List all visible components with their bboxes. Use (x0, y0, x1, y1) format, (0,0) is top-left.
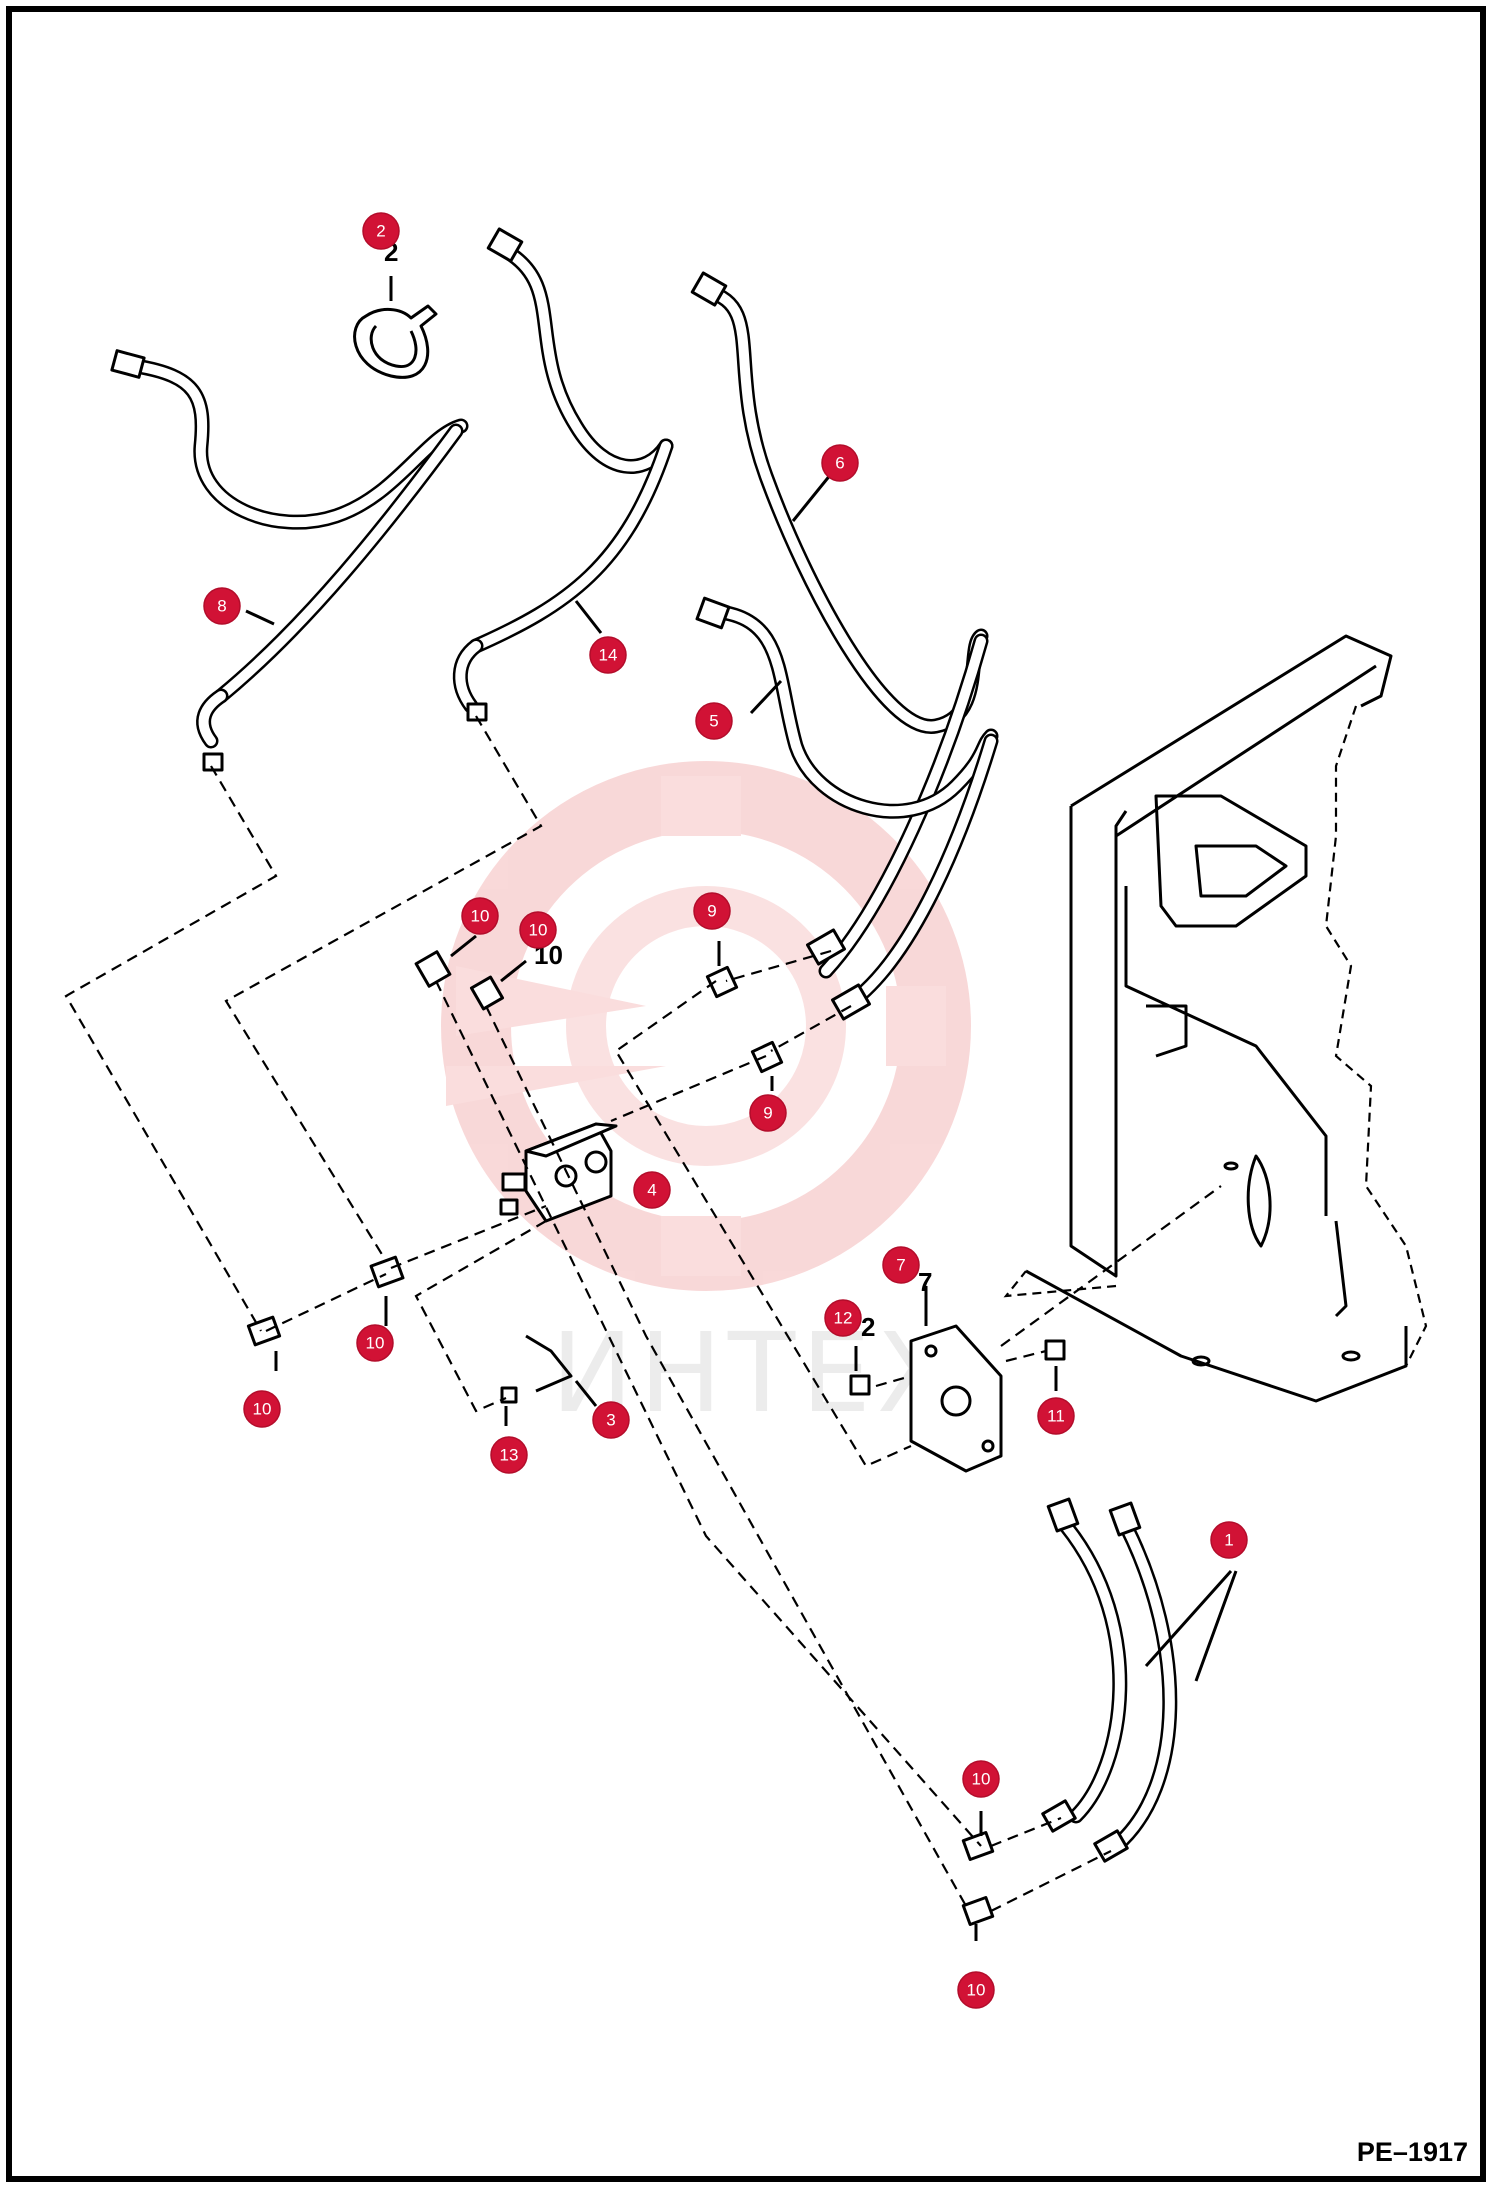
figure-code-label: PE–1917 (1356, 2137, 1468, 2167)
assembly-lines (64, 715, 1222, 1912)
svg-text:12: 12 (834, 1309, 853, 1328)
fittings (246, 928, 1066, 1927)
callout-10-top-left[interactable]: 10 (461, 897, 499, 935)
svg-text:10: 10 (253, 1400, 272, 1419)
svg-text:9: 9 (707, 902, 716, 921)
callout-8[interactable]: 8 (203, 587, 241, 625)
svg-text:10: 10 (366, 1334, 385, 1353)
valve-block (499, 1122, 618, 1223)
callout-4[interactable]: 4 (633, 1171, 671, 1209)
svg-text:7: 7 (918, 1267, 932, 1297)
callout-13[interactable]: 13 (490, 1436, 528, 1474)
svg-text:3: 3 (606, 1411, 615, 1430)
svg-text:10: 10 (529, 921, 548, 940)
parts-diagram: ИНТЕХ (64, 212, 1428, 2009)
svg-text:1: 1 (1224, 1531, 1233, 1550)
callout-6[interactable]: 6 (821, 444, 859, 482)
diagram-frame: ИНТЕХ (6, 6, 1486, 2182)
callout-14[interactable]: 14 (589, 636, 627, 674)
svg-text:6: 6 (835, 454, 844, 473)
svg-text:11: 11 (1047, 1407, 1065, 1426)
callout-10-lower-right[interactable]: 10 (962, 1760, 1000, 1798)
callout-2[interactable]: 2 (362, 212, 400, 250)
machine-frame (1003, 634, 1428, 1403)
callout-11[interactable]: 11 (1037, 1397, 1075, 1435)
callout-10-top-right[interactable]: 10 (519, 911, 557, 949)
callout-12[interactable]: 12 (824, 1299, 862, 1337)
mounting-plate (909, 1324, 1003, 1473)
svg-text:10: 10 (972, 1770, 991, 1789)
leader-lines (245, 276, 1238, 1941)
callout-10-left[interactable]: 10 (243, 1390, 281, 1428)
svg-text:10: 10 (471, 907, 490, 926)
svg-text:10: 10 (967, 1981, 986, 2000)
svg-text:14: 14 (599, 646, 618, 665)
svg-text:2: 2 (376, 222, 385, 241)
svg-text:2: 2 (861, 1312, 875, 1342)
callout-10-middle[interactable]: 10 (356, 1324, 394, 1362)
callout-1[interactable]: 1 (1210, 1521, 1248, 1559)
callout-10-bottom[interactable]: 10 (957, 1971, 995, 2009)
svg-text:4: 4 (647, 1181, 656, 1200)
clamp (353, 304, 438, 379)
svg-text:7: 7 (896, 1256, 905, 1275)
callout-7[interactable]: 7 (882, 1246, 920, 1284)
hoses (110, 227, 1178, 1863)
watermark-logo (441, 761, 971, 1291)
callout-3[interactable]: 3 (592, 1401, 630, 1439)
pin (525, 1334, 573, 1393)
svg-text:13: 13 (500, 1446, 519, 1465)
svg-text:9: 9 (763, 1104, 772, 1123)
callout-5[interactable]: 5 (695, 702, 733, 740)
svg-text:8: 8 (217, 597, 226, 616)
callout-9-upper[interactable]: 9 (693, 892, 731, 930)
svg-text:5: 5 (709, 712, 718, 731)
callout-9-lower[interactable]: 9 (749, 1094, 787, 1132)
